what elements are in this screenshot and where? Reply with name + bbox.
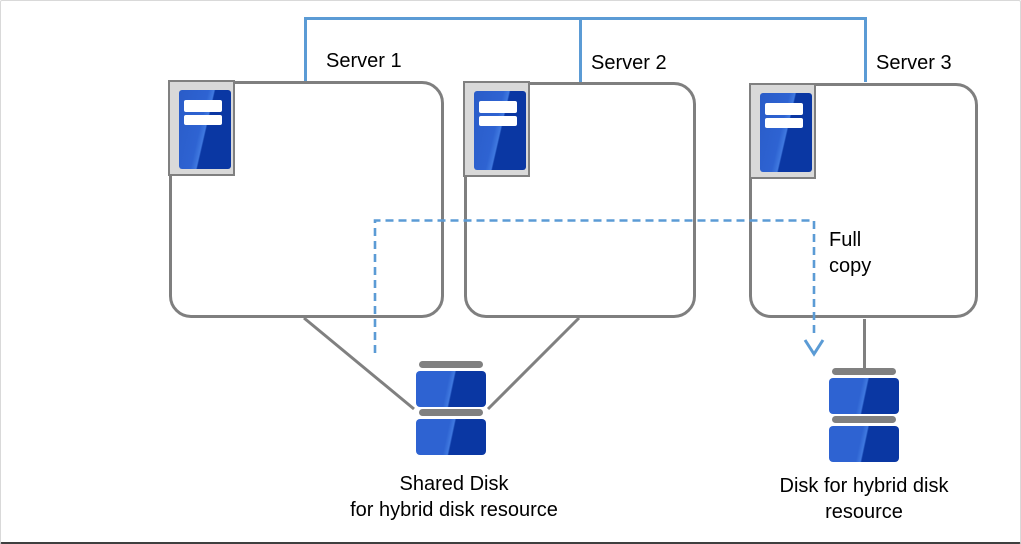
disk-platter bbox=[829, 378, 899, 414]
server-tower-icon bbox=[463, 81, 530, 177]
hybrid-disk-caption-line1: Disk for hybrid disk bbox=[779, 475, 949, 497]
disk-cap bbox=[419, 361, 483, 368]
full-copy-label: Full copy bbox=[829, 229, 872, 277]
shared-disk-caption-line1: Shared Disk bbox=[399, 473, 509, 495]
server-drive-slot bbox=[479, 101, 517, 113]
server1-to-shared-disk-line bbox=[303, 316, 415, 411]
server-drive-slot bbox=[479, 116, 517, 126]
disk-platter bbox=[829, 426, 899, 462]
server-drive-slot bbox=[765, 103, 803, 115]
server-drive-slot bbox=[184, 100, 222, 112]
server-drive-slot bbox=[184, 115, 222, 125]
server-2-label: Server 2 bbox=[591, 52, 667, 74]
server2-to-shared-disk-line bbox=[486, 316, 581, 411]
disk-cap bbox=[832, 416, 896, 423]
shared-disk-caption: Shared Disk for hybrid disk resource bbox=[323, 471, 585, 523]
server-tower-icon bbox=[168, 80, 235, 176]
disk-platter bbox=[416, 419, 486, 455]
disk-cap bbox=[832, 368, 896, 375]
server-tower-body bbox=[179, 90, 231, 169]
hybrid-disk-caption: Disk for hybrid disk resource bbox=[754, 473, 974, 525]
server-1-label: Server 1 bbox=[326, 50, 402, 72]
server-tower-icon bbox=[749, 83, 816, 179]
server-tower-body bbox=[760, 93, 812, 172]
server-tower-body bbox=[474, 91, 526, 170]
disk-platter bbox=[416, 371, 486, 407]
server-drive-slot bbox=[765, 118, 803, 128]
disk-stack-icon bbox=[416, 361, 486, 455]
shared-disk-caption-line2: for hybrid disk resource bbox=[350, 499, 558, 521]
disk-stack-icon bbox=[829, 368, 899, 462]
hybrid-disk-caption-line2: resource bbox=[825, 501, 903, 523]
disk-cap bbox=[419, 409, 483, 416]
arrow-down-icon bbox=[803, 339, 825, 357]
server-3-label: Server 3 bbox=[876, 52, 952, 74]
